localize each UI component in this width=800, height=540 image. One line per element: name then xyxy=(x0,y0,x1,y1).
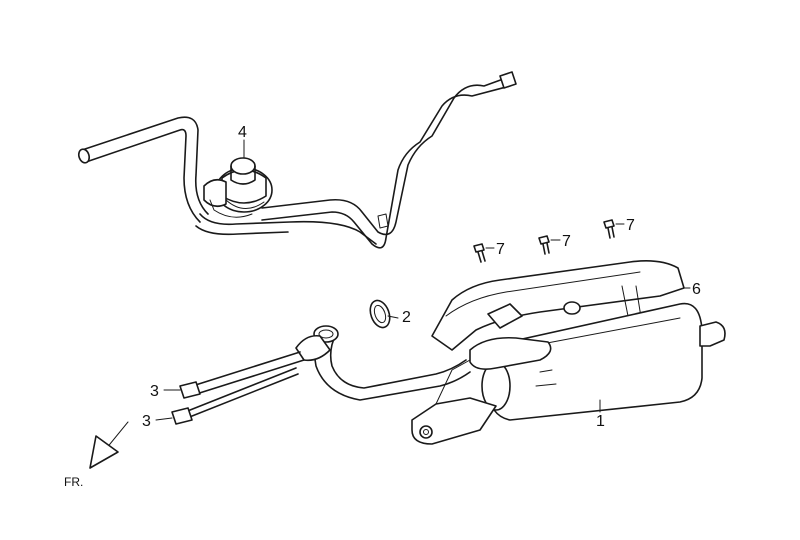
air-valve xyxy=(203,157,273,218)
callout-7b: 7 xyxy=(562,233,571,250)
muffler xyxy=(411,302,726,445)
callout-2: 2 xyxy=(402,309,411,326)
callout-3a: 3 xyxy=(150,383,159,400)
bolt-7a xyxy=(473,243,486,263)
callout-4: 4 xyxy=(238,124,247,141)
gasket xyxy=(369,299,391,329)
callout-7c: 7 xyxy=(626,217,635,234)
heat-shield xyxy=(431,260,685,351)
stud-3a xyxy=(179,351,305,399)
bolt-7b xyxy=(538,235,550,255)
bolt-7c xyxy=(603,219,615,239)
callout-1: 1 xyxy=(596,413,605,430)
leader-lines xyxy=(155,139,691,421)
callout-6: 6 xyxy=(692,281,701,298)
callout-3b: 3 xyxy=(142,413,151,430)
direction-label: FR. xyxy=(64,475,83,489)
callout-7a: 7 xyxy=(496,241,505,258)
air-hose-assembly xyxy=(77,71,517,249)
stud-3b xyxy=(171,367,299,425)
front-direction-arrow xyxy=(89,421,129,469)
exhaust-pipe xyxy=(295,325,471,401)
